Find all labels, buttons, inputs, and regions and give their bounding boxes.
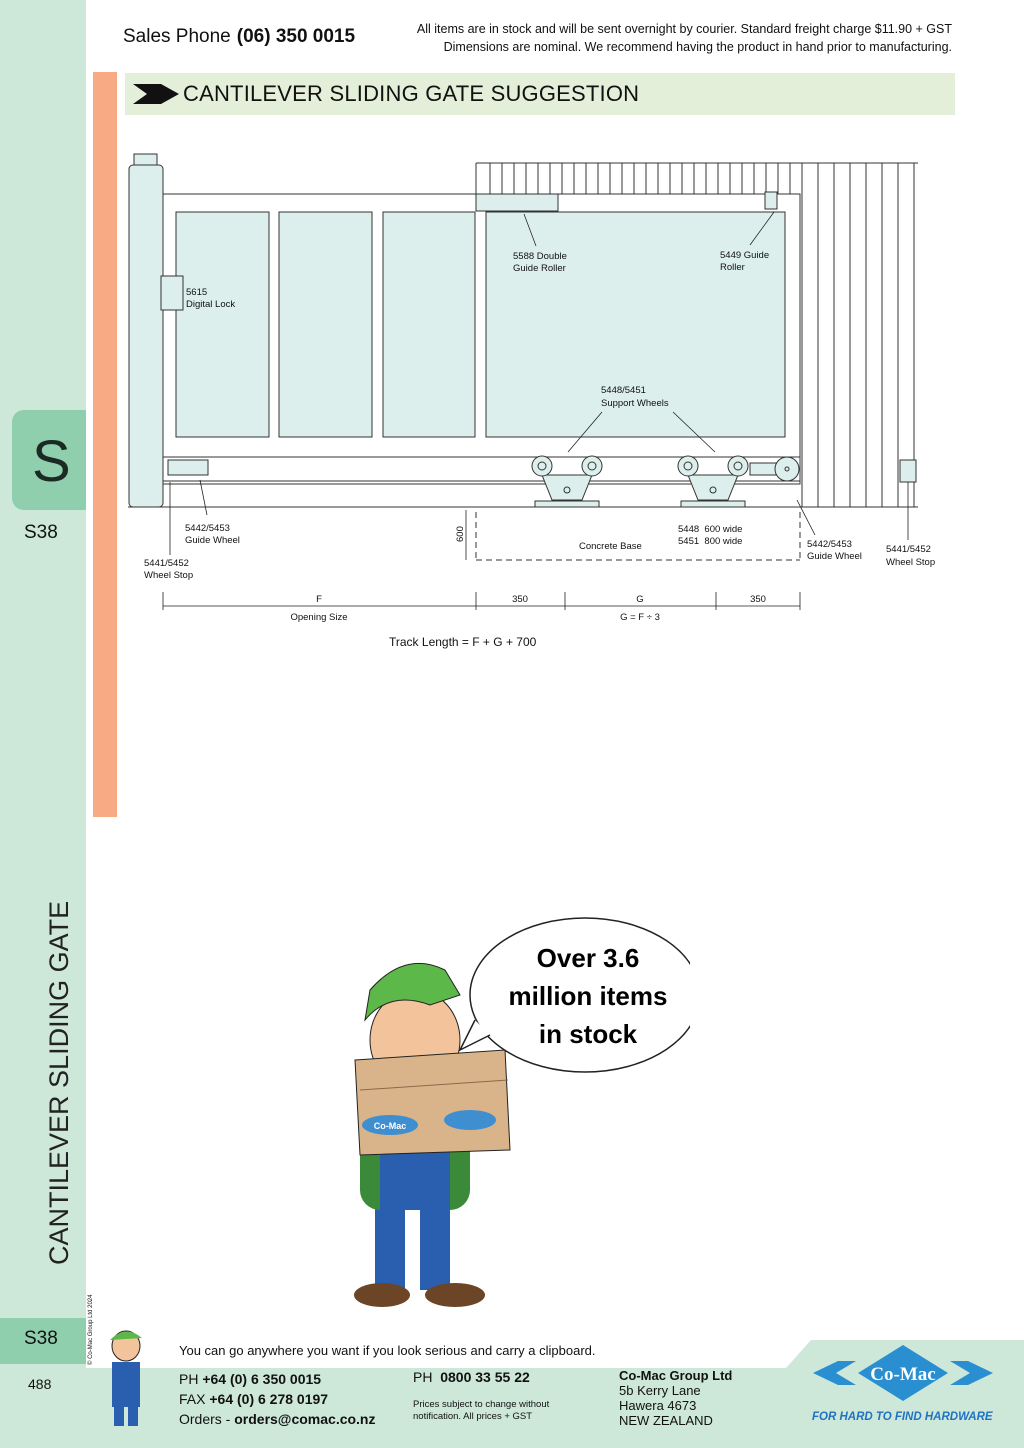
label-digital-lock: 5615	[186, 287, 207, 298]
orders-email-link[interactable]: orders@comac.co.nz	[234, 1411, 376, 1427]
phone-number: +64 (0) 6 350 0015	[202, 1371, 322, 1387]
section-title: CANTILEVER SLIDING GATE SUGGESTION	[183, 81, 640, 106]
label-wheel-stop: Wheel Stop	[886, 557, 935, 568]
dim-f-label: Opening Size	[290, 612, 347, 623]
label-wheel-stop: 5441/5452	[144, 558, 189, 569]
label-double-roller: 5588 Double	[513, 251, 567, 262]
label-guide-wheel: Guide Wheel	[185, 535, 240, 546]
address-line: Hawera 4673	[619, 1398, 697, 1413]
support-wheel	[531, 455, 603, 508]
section-title-bar: CANTILEVER SLIDING GATE SUGGESTION	[125, 73, 955, 115]
footer-mascot	[110, 1330, 142, 1426]
freephone: PH 0800 33 55 22	[413, 1369, 530, 1385]
slogan: FOR HARD TO FIND HARDWARE	[812, 1411, 993, 1423]
dim-g: G	[636, 594, 643, 605]
address-line: NEW ZEALAND	[619, 1413, 713, 1428]
dim-350: 350	[512, 594, 528, 605]
label-depth: 600	[455, 526, 466, 542]
sidebar	[0, 0, 86, 1448]
label-wheel-size: 5448 600 wide	[678, 524, 742, 535]
notice-line: Dimensions are nominal. We recommend hav…	[443, 40, 952, 54]
label-guide-roller: Roller	[720, 262, 745, 273]
label-wheel-stop: Wheel Stop	[144, 570, 193, 581]
comac-logo: Co-Mac	[813, 1345, 993, 1401]
company-name: Co-Mac Group Ltd	[619, 1368, 733, 1383]
label-digital-lock: Digital Lock	[186, 299, 235, 310]
logo-text: Co-Mac	[870, 1364, 935, 1385]
label-wheel-stop: 5441/5452	[886, 544, 931, 555]
ph-label: PH	[413, 1369, 433, 1385]
dim-350: 350	[750, 594, 766, 605]
fax-label: FAX	[179, 1391, 206, 1407]
sales-label: Sales Phone	[123, 26, 231, 47]
section-letter: S	[32, 429, 71, 494]
fax-number: +64 (0) 6 278 0197	[209, 1391, 329, 1407]
section-tab[interactable]: S	[12, 410, 86, 510]
mascot-illustration: Co-Mac	[354, 962, 511, 1307]
label-guide-roller: 5449 Guide	[720, 250, 769, 261]
label-support-wheels: 5448/5451	[601, 385, 646, 396]
orders-label: Orders -	[179, 1411, 235, 1427]
freephone-number: 0800 33 55 22	[440, 1369, 530, 1385]
page-number: 488	[28, 1376, 52, 1392]
sales-number: (06) 350 0015	[236, 26, 356, 47]
vertical-section-title: CANTILEVER SLIDING GATE	[44, 900, 74, 1265]
notice-line: All items are in stock and will be sent …	[416, 22, 952, 36]
bubble-line: in stock	[539, 1019, 638, 1049]
bubble-line: million items	[509, 981, 668, 1011]
label-guide-wheel: 5442/5453	[185, 523, 230, 534]
arrow-icon	[133, 84, 179, 104]
guide-wheel	[749, 456, 800, 482]
bottom-section-tab: S38	[0, 1318, 86, 1364]
sales-phone: Sales Phone(06) 350 0015	[123, 26, 355, 48]
address-line: 5b Kerry Lane	[619, 1383, 701, 1398]
label-double-roller: Guide Roller	[513, 263, 566, 274]
footer-tagline: You can go anywhere you want if you look…	[179, 1343, 596, 1358]
dim-g-label: G = F ÷ 3	[620, 612, 660, 623]
note-line: notification. All prices + GST	[413, 1411, 533, 1422]
contact-block: PH +64 (0) 6 350 0015 FAX +64 (0) 6 278 …	[179, 1369, 376, 1429]
support-wheel	[677, 455, 749, 508]
label-guide-wheel: 5442/5453	[807, 539, 852, 550]
label-wheel-size: 5451 800 wide	[678, 536, 742, 547]
box-logo: Co-Mac	[374, 1121, 407, 1131]
track-length-formula: Track Length = F + G + 700	[389, 635, 537, 649]
bubble-line: Over 3.6	[537, 943, 640, 973]
section-code: S38	[24, 522, 58, 543]
accent-bar	[93, 72, 117, 817]
label-support-wheels: Support Wheels	[601, 398, 669, 409]
bottom-section-code: S38	[24, 1328, 58, 1349]
dim-f: F	[316, 594, 322, 605]
header-notice: All items are in stock and will be sent …	[380, 20, 952, 56]
note-line: Prices subject to change without	[413, 1399, 550, 1410]
label-concrete: Concrete Base	[579, 541, 642, 552]
mascot-promo: Over 3.6 million items in stock Co-Mac	[354, 917, 690, 1307]
footer-band	[86, 1340, 1024, 1448]
label-guide-wheel: Guide Wheel	[807, 551, 862, 562]
ph-label: PH	[179, 1371, 199, 1387]
